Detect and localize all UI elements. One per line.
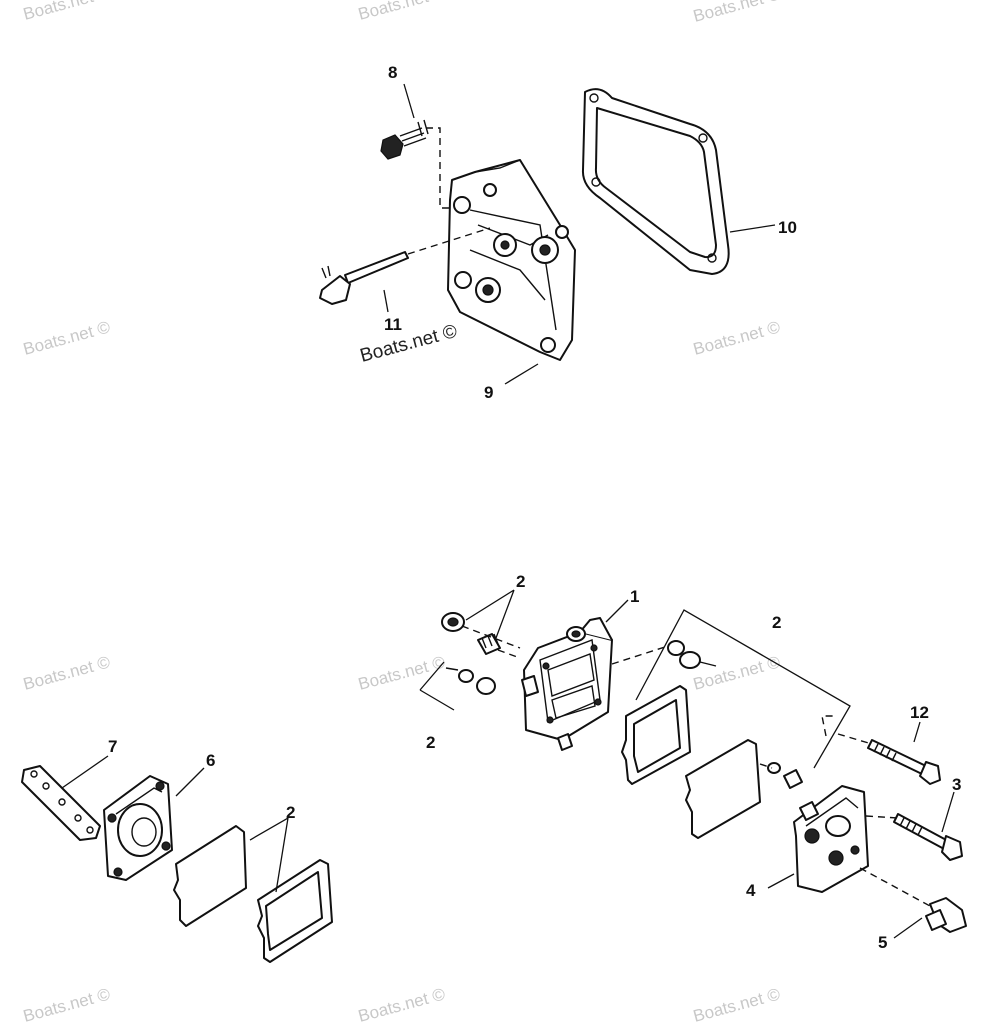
leader-3 <box>941 791 955 833</box>
callout-3: 3 <box>952 775 961 794</box>
callout-4: 4 <box>746 881 756 900</box>
bracket-group-2-left <box>419 661 455 711</box>
bracket-group-2 <box>635 609 851 769</box>
small-screw-left <box>445 667 496 695</box>
gasket-left-b <box>257 859 333 963</box>
leader-7 <box>61 755 109 789</box>
leader-2a <box>465 589 515 639</box>
leader-4 <box>767 873 795 889</box>
axis-line-e <box>837 733 873 745</box>
callout-5: 5 <box>878 933 887 952</box>
leader-8 <box>403 83 415 119</box>
axis-line-d <box>821 715 834 737</box>
callout-1: 1 <box>630 587 639 606</box>
gasket-center-a <box>621 685 691 785</box>
rod-part-11 <box>319 251 409 305</box>
callout-8: 8 <box>388 63 397 82</box>
leader-lines <box>61 83 955 939</box>
rod-11-axis-line <box>407 227 491 255</box>
callout-6: 6 <box>206 751 215 770</box>
elbow-fitting-part-5 <box>925 897 967 933</box>
bolt-part-3 <box>893 813 963 861</box>
watermark-tc: Boats.net © <box>356 0 447 24</box>
axis-line-b <box>497 649 521 659</box>
leader-5 <box>893 917 923 939</box>
leader-1 <box>605 599 629 623</box>
gasket-left-a <box>173 825 247 927</box>
linkage-part-7 <box>21 765 101 841</box>
callout-11: 11 <box>384 315 402 334</box>
leader-9 <box>504 363 539 385</box>
watermark-br: Boats.net © <box>691 984 782 1026</box>
watermark-ml: Boats.net © <box>21 317 112 359</box>
watermark-tl: Boats.net © <box>21 0 112 24</box>
axis-line-h <box>759 763 773 769</box>
axis-line-g <box>859 867 931 907</box>
callout-2a: 2 <box>516 572 525 591</box>
callout-10: 10 <box>778 218 797 237</box>
end-cover-part-4 <box>793 785 869 893</box>
callout-2d: 2 <box>286 803 295 822</box>
bolt-part-12 <box>867 739 941 785</box>
body-part-6 <box>103 775 173 881</box>
screw-part-8 <box>380 119 429 160</box>
gasket-center-b <box>685 739 761 839</box>
watermark-primary: Boats.net © <box>358 321 460 367</box>
washer-cap <box>441 612 465 632</box>
leader-11 <box>383 289 389 313</box>
axis-line-f <box>865 815 899 819</box>
callout-12: 12 <box>910 703 929 722</box>
watermark-bc: Boats.net © <box>356 984 447 1026</box>
leader-10 <box>729 224 776 233</box>
callout-2b: 2 <box>772 613 781 632</box>
watermark-tr: Boats.net © <box>691 0 782 26</box>
o-ring-right <box>667 640 717 669</box>
callout-numbers: 8 9 10 11 2 1 2 2 12 3 4 5 6 7 2 <box>108 63 961 952</box>
watermark-ll: Boats.net © <box>21 652 112 694</box>
axis-line-c <box>611 645 669 665</box>
callout-2c: 2 <box>426 733 435 752</box>
leader-2d <box>249 817 289 893</box>
watermark-mr: Boats.net © <box>691 317 782 359</box>
leader-12 <box>913 721 921 743</box>
watermark-bl: Boats.net © <box>21 984 112 1026</box>
gasket-part-10 <box>581 88 730 275</box>
callout-7: 7 <box>108 737 117 756</box>
leader-6 <box>175 767 205 797</box>
cover-plate-part-9 <box>447 159 576 361</box>
axis-line-a <box>461 625 521 649</box>
pump-body-part-1 <box>521 617 613 751</box>
spring-right <box>767 762 803 789</box>
callout-9: 9 <box>484 383 493 402</box>
